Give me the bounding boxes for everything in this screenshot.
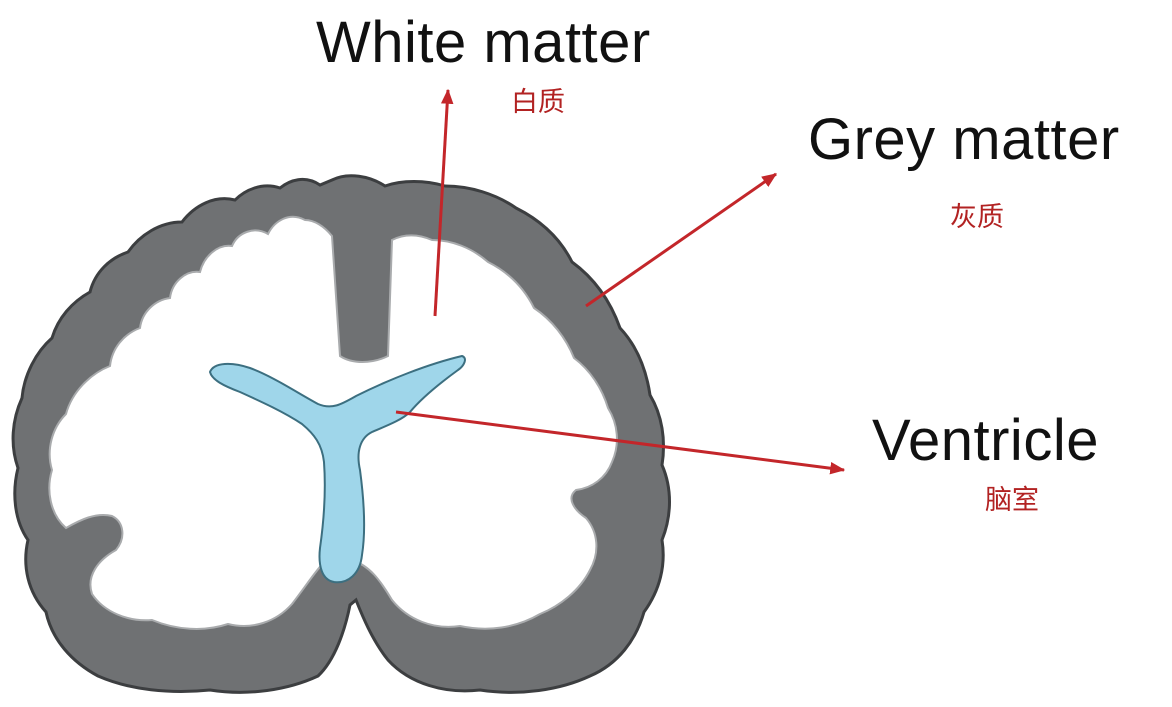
ventricle-arrow — [395, 410, 846, 475]
white-matter-label: White matter — [316, 10, 651, 75]
white-matter-chinese-label: 白质 — [511, 87, 565, 118]
grey-matter-chinese-label: 灰质 — [950, 202, 1004, 233]
white-matter-arrow — [433, 88, 454, 317]
grey-matter-arrow — [585, 172, 778, 308]
grey-matter-label: Grey matter — [808, 107, 1120, 172]
ventricle-label: Ventricle — [872, 408, 1099, 473]
ventricle-chinese-label: 脑室 — [985, 485, 1039, 516]
